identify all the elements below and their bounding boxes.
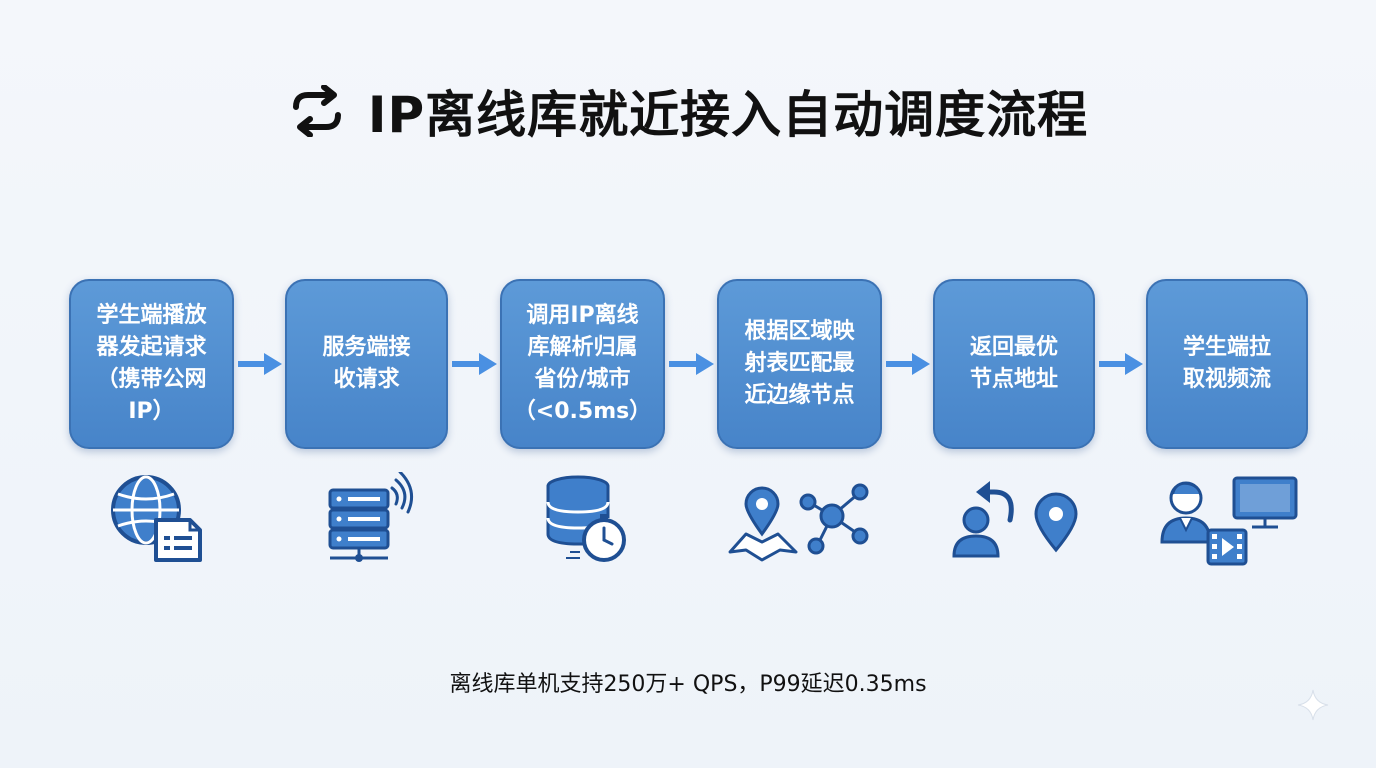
user-monitor-video-icon <box>1160 476 1298 566</box>
footer-note: 离线库单机支持250万+ QPS，P99延迟0.35ms <box>449 672 927 697</box>
step-3-label: 调用IP离线 库解析归属 省份/城市 （<0.5ms） <box>513 303 652 424</box>
step-2-label: 服务端接 收请求 <box>322 335 411 392</box>
arrow-right-icon <box>669 353 714 375</box>
step-1-box: 学生端播放 器发起请求 （携带公网 IP） <box>69 279 234 449</box>
step-5-box: 返回最优 节点地址 <box>933 279 1095 449</box>
step-6-box: 学生端拉 取视频流 <box>1146 279 1308 449</box>
title-bar: IP离线库就近接入自动调度流程 <box>0 76 1376 146</box>
page-title: IP离线库就近接入自动调度流程 <box>367 86 1089 144</box>
map-pin-network-icon <box>728 483 869 562</box>
step-6-label: 学生端拉 取视频流 <box>1182 335 1271 392</box>
step-4-box: 根据区域映 射表匹配最 近边缘节点 <box>717 279 882 449</box>
arrow-right-icon <box>886 353 930 375</box>
database-timer-icon <box>546 475 626 562</box>
server-wifi-icon <box>328 472 414 562</box>
user-return-location-icon <box>952 481 1078 558</box>
sparkle-icon <box>1297 689 1329 721</box>
arrow-right-icon <box>1099 353 1143 375</box>
step-4-label: 根据区域映 射表匹配最 近边缘节点 <box>744 319 855 408</box>
step-5-label: 返回最优 节点地址 <box>969 335 1058 392</box>
step-1-label: 学生端播放 器发起请求 （携带公网 IP） <box>96 303 207 424</box>
arrow-right-icon <box>238 353 282 375</box>
globe-document-icon <box>111 475 202 562</box>
refresh-cycle-icon <box>292 85 341 137</box>
arrow-right-icon <box>452 353 497 375</box>
step-2-box: 服务端接 收请求 <box>285 279 448 449</box>
step-3-box: 调用IP离线 库解析归属 省份/城市 （<0.5ms） <box>500 279 665 449</box>
